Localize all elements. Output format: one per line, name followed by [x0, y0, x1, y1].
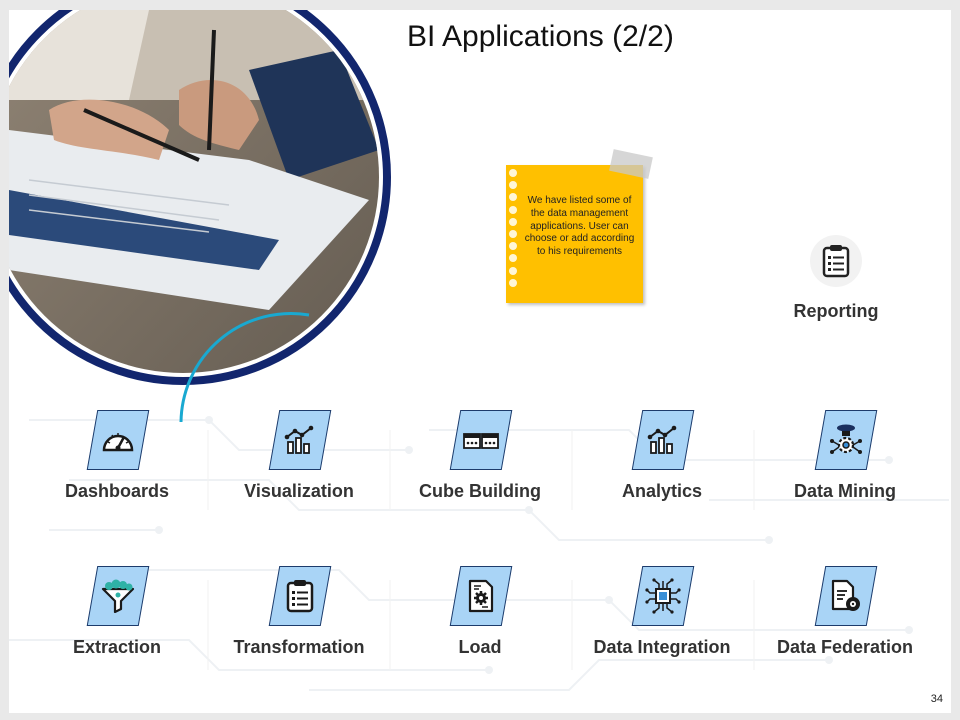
app-icon-tile — [268, 410, 332, 470]
app-label: Data Integration — [593, 637, 731, 657]
page-number: 34 — [930, 693, 943, 705]
app-label: Load — [458, 637, 502, 657]
document-disc-icon — [831, 579, 860, 611]
app-cube-building[interactable]: Cube Building — [405, 410, 555, 530]
app-label: Data Federation — [776, 637, 914, 657]
app-analytics[interactable]: Analytics — [587, 410, 737, 530]
gauge-icon — [102, 433, 134, 452]
app-label: Cube Building — [419, 481, 541, 501]
app-reporting[interactable]: Reporting — [761, 235, 911, 335]
app-load[interactable]: Load — [405, 566, 555, 686]
app-data-mining[interactable]: Data Mining — [770, 410, 920, 530]
app-icon-tile — [631, 410, 695, 470]
slide: BI Applications (2/2) We have listed som… — [9, 10, 951, 713]
note-binding-holes — [509, 169, 519, 291]
sticky-note: We have listed some of the data manageme… — [506, 165, 643, 303]
circuit-chip-icon — [645, 578, 681, 614]
app-icon-tile — [86, 566, 150, 626]
app-icon-tile — [86, 410, 150, 470]
app-icon-tile — [268, 566, 332, 626]
app-extraction[interactable]: Extraction — [42, 566, 192, 686]
note-text: We have listed some of the data manageme… — [524, 195, 635, 258]
app-label: Visualization — [244, 481, 354, 501]
document-gear-icon — [468, 579, 494, 613]
app-icon-tile — [449, 410, 513, 470]
bar-chart-icon — [284, 425, 314, 454]
app-label: Dashboards — [64, 481, 170, 501]
app-data-federation[interactable]: Data Federation — [770, 566, 920, 686]
mining-gear-icon — [830, 424, 862, 454]
app-visualization[interactable]: Visualization — [224, 410, 374, 530]
hero-photo-circle — [9, 10, 391, 423]
app-dashboards[interactable]: Dashboards — [42, 410, 192, 530]
cubes-icon — [463, 433, 499, 449]
app-label: Extraction — [72, 637, 162, 657]
app-label: Analytics — [621, 481, 703, 501]
clipboard-list-icon — [286, 580, 314, 613]
app-icon-tile — [631, 566, 695, 626]
app-icon-tile — [449, 566, 513, 626]
app-data-integration[interactable]: Data Integration — [587, 566, 737, 686]
funnel-icon — [101, 579, 135, 613]
bar-chart-icon — [647, 425, 677, 454]
app-icon-tile — [814, 410, 878, 470]
app-transformation[interactable]: Transformation — [224, 566, 374, 686]
page-title: BI Applications (2/2) — [407, 20, 674, 53]
clipboard-list-icon — [810, 235, 862, 287]
app-label: Reporting — [793, 301, 879, 321]
photo-image — [9, 10, 379, 373]
app-icon-tile — [814, 566, 878, 626]
app-label: Data Mining — [794, 481, 896, 501]
app-label: Transformation — [233, 637, 365, 657]
